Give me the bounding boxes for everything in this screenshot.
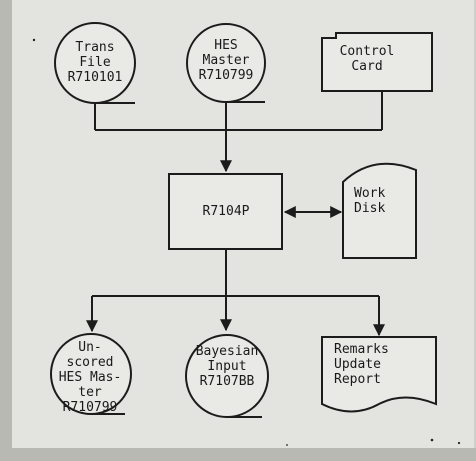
program-label: R7104P bbox=[202, 204, 250, 219]
work-disk-symbol bbox=[342, 162, 417, 259]
unscored-hes-label: Un- scored HES Mas- ter R710799 bbox=[58, 340, 122, 415]
paper-shadow-bottom bbox=[0, 448, 476, 461]
remarks-report-label: Remarks Update Report bbox=[334, 342, 389, 387]
bayesian-label: Bayesian Input R7107BB bbox=[195, 344, 259, 389]
output-connectors bbox=[92, 249, 379, 297]
unscored-hes-tape-symbol bbox=[50, 333, 132, 415]
trans-file-tape-symbol bbox=[54, 22, 136, 104]
hes-master-label: HES Master R710799 bbox=[198, 38, 254, 83]
control-card-label: Control Card bbox=[339, 44, 395, 74]
remarks-report-symbol bbox=[321, 336, 437, 413]
hes-master-tape-symbol bbox=[186, 23, 266, 103]
paper-shadow-left bbox=[0, 0, 12, 461]
bayesian-tape-symbol bbox=[185, 334, 269, 418]
input-connectors bbox=[94, 91, 383, 131]
control-card-symbol bbox=[321, 32, 433, 92]
scan-specks bbox=[32, 38, 461, 446]
work-disk-label: Work Disk bbox=[354, 186, 386, 216]
trans-file-label: Trans File R710101 bbox=[67, 40, 123, 85]
